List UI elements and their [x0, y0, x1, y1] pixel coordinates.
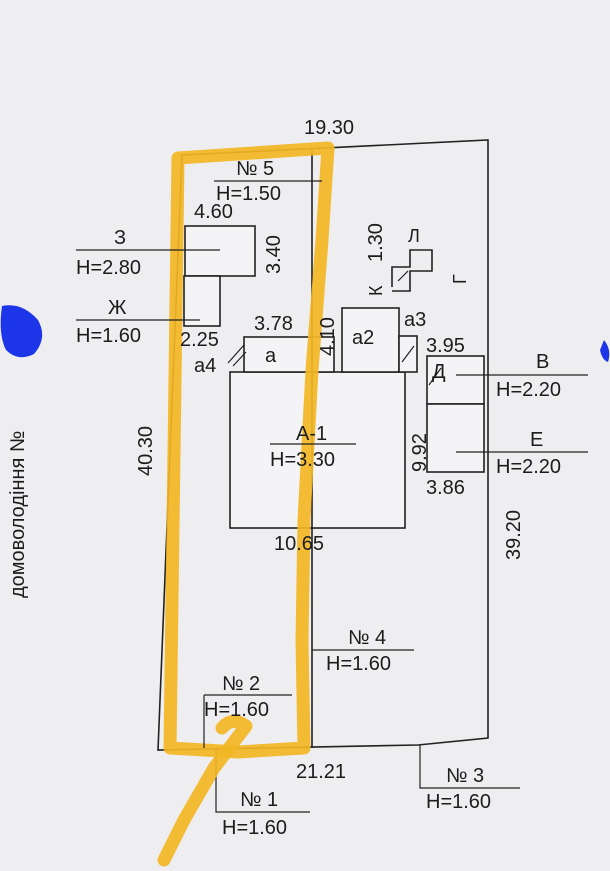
building-z-height: Н=2.80	[76, 257, 141, 279]
dim-k-side: 1.30	[365, 223, 387, 262]
dim-zh-width: 2.25	[180, 329, 219, 351]
building-a1-label: А-1	[296, 423, 327, 445]
dim-e-width: 3.86	[426, 477, 465, 499]
dim-left-length: 40.30	[135, 426, 157, 476]
dim-z-width: 4.60	[194, 201, 233, 223]
building-z-label: З	[114, 227, 126, 249]
dim-bottom-width: 21.21	[296, 761, 346, 783]
k-diagonal	[397, 270, 409, 282]
building-e-label: Е	[530, 429, 543, 451]
building-a3-label: а3	[404, 309, 426, 331]
scribble-right	[600, 340, 610, 362]
building-a2-label: а2	[352, 327, 374, 349]
building-g-label: Г	[450, 274, 470, 284]
fence-n5-height: Н=1.50	[216, 183, 281, 205]
dim-top-width: 19.30	[304, 117, 354, 139]
dim-z-side: 3.40	[263, 235, 285, 274]
scribble-left	[0, 305, 43, 358]
dim-house-width: 10.65	[274, 533, 324, 555]
fence-n3-height: Н=1.60	[426, 791, 491, 813]
fence-n4-label: № 4	[348, 627, 386, 649]
dim-a-width: 3.78	[254, 313, 293, 335]
fence-n3-label: № 3	[446, 765, 484, 787]
building-a1-height: Н=3.30	[270, 449, 335, 471]
building-a4-label: а4	[194, 355, 216, 377]
fence-n2-height: Н=1.60	[204, 699, 269, 721]
building-d-label: Д	[432, 361, 446, 383]
fence-n4-height: Н=1.60	[326, 653, 391, 675]
fence-n1-label: № 1	[240, 789, 278, 811]
dim-a-side: 4.10	[317, 317, 339, 356]
building-v-label: В	[536, 351, 549, 373]
highlight-path	[163, 141, 335, 759]
building-a2	[341, 307, 400, 373]
fence-n3-leader	[419, 745, 520, 789]
a4-marker	[227, 344, 245, 364]
highlight-path-tail	[157, 715, 253, 867]
building-e	[426, 403, 485, 473]
a4-marker-2	[232, 351, 247, 367]
building-l-label: Л	[408, 226, 420, 246]
plot-boundary	[157, 139, 489, 751]
building-e-height: Н=2.20	[496, 456, 561, 478]
building-zh-height: Н=1.60	[76, 325, 141, 347]
dim-house-side: 9.92	[409, 433, 431, 472]
d-diagonal	[428, 367, 442, 386]
dim-right-length: 39.20	[503, 510, 525, 560]
fence-n5-label: № 5	[236, 158, 274, 180]
building-a1	[229, 371, 406, 529]
dim-a3-width: 3.95	[426, 335, 465, 357]
building-k	[391, 249, 433, 292]
side-label: домоволодіння №	[7, 431, 29, 598]
building-a-label: а	[265, 345, 277, 367]
building-z	[184, 225, 256, 277]
building-k-label: К	[366, 285, 386, 296]
a3-marker	[401, 345, 415, 363]
building-zh	[183, 275, 221, 327]
building-zh-label: Ж	[108, 297, 127, 319]
fence-n2-label: № 2	[222, 673, 260, 695]
fence-n1-height: Н=1.60	[222, 817, 287, 839]
building-v-height: Н=2.20	[496, 379, 561, 401]
